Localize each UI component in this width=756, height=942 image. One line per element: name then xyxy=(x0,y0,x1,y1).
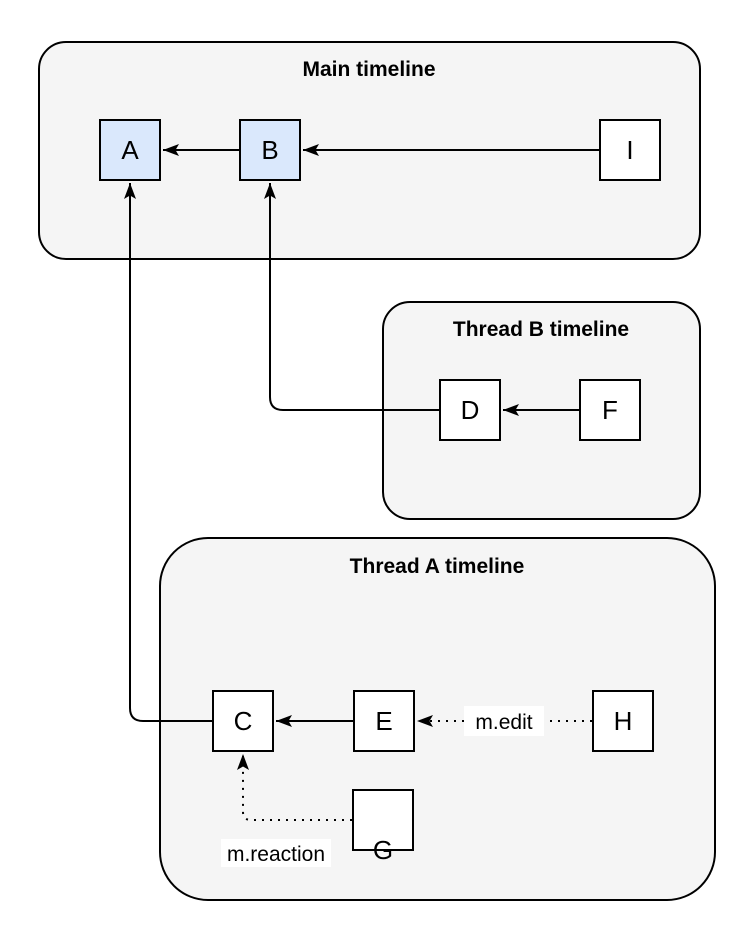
node-D-box xyxy=(439,379,501,441)
node-F-box xyxy=(579,379,641,441)
container-thread-a-timeline: Thread A timeline xyxy=(159,537,716,901)
node-F: F xyxy=(579,379,641,441)
node-D: D xyxy=(439,379,501,441)
edge-c-to-a xyxy=(124,183,212,722)
node-I-box xyxy=(599,119,661,181)
edge-label-m-edit: m.edit xyxy=(464,706,544,736)
node-E-box xyxy=(353,690,415,752)
edge-d-to-b xyxy=(264,183,439,411)
thread-a-timeline-title: Thread A timeline xyxy=(350,555,525,578)
edge-label-m-reaction-text: m.reaction xyxy=(227,843,325,866)
node-G: G xyxy=(352,789,414,865)
node-H: H xyxy=(592,690,654,752)
node-B-label: B xyxy=(261,135,278,165)
edge-label-m-edit-background xyxy=(464,706,544,736)
node-B: B xyxy=(239,119,301,181)
main-timeline-title: Main timeline xyxy=(302,58,435,81)
node-C-label: C xyxy=(234,706,253,736)
node-G-label: G xyxy=(373,835,393,865)
edge-label-m-reaction-background xyxy=(221,839,331,867)
node-A-label: A xyxy=(121,135,139,165)
node-H-box xyxy=(592,690,654,752)
edge-label-m-edit-text: m.edit xyxy=(475,711,532,734)
node-A-box xyxy=(99,119,161,181)
node-H-label: H xyxy=(614,706,633,736)
node-A: A xyxy=(99,119,161,181)
edge-g-to-c xyxy=(237,754,352,821)
edge-label-m-reaction: m.reaction xyxy=(221,839,331,867)
node-E-label: E xyxy=(375,706,392,736)
node-C: C xyxy=(212,690,274,752)
node-C-box xyxy=(212,690,274,752)
node-G-box xyxy=(352,789,414,851)
thread-b-timeline-title: Thread B timeline xyxy=(453,318,629,341)
node-I-label: I xyxy=(626,135,633,165)
node-D-label: D xyxy=(461,395,480,425)
node-E: E xyxy=(353,690,415,752)
node-B-box xyxy=(239,119,301,181)
thread-a-timeline-box xyxy=(159,537,716,901)
node-F-label: F xyxy=(602,395,618,425)
node-I: I xyxy=(599,119,661,181)
